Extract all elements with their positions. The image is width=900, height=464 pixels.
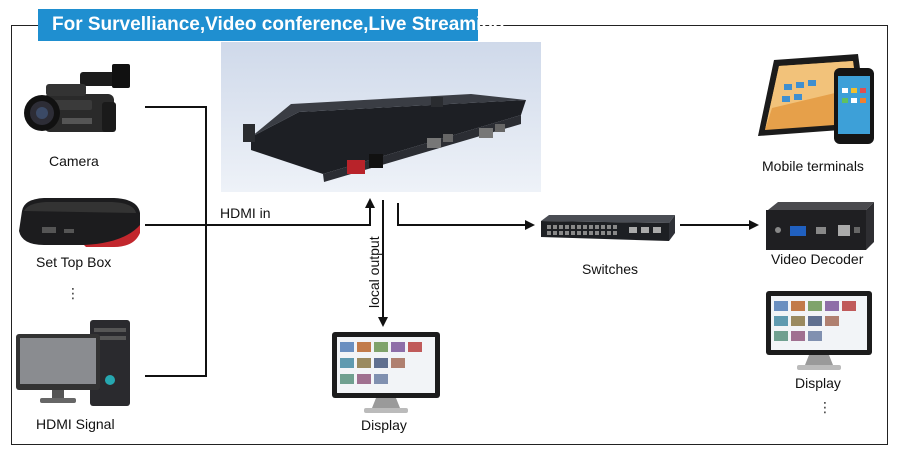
hdmi-signal-label: HDMI Signal [36,416,115,432]
camera-wire [145,106,207,225]
set-top-box-label: Set Top Box [36,254,112,270]
hdmi-signal-icon [16,320,130,406]
local-display-label: Display [361,417,407,433]
mobile-terminals-icon [758,54,874,144]
switch-icon [541,215,675,241]
camera-label: Camera [49,153,99,169]
local-display-icon [332,332,440,413]
camera-icon [24,64,130,132]
hdmi-in-label: HDMI in [220,205,271,221]
banner-title: For Survelliance,Video conference,Live S… [38,9,505,41]
encoder-device-icon [221,42,541,192]
outputs-ellipsis: ⋮ [818,399,832,415]
remote-display-icon [766,291,872,370]
local-output-label: local output [366,236,382,308]
set-top-box-icon [19,198,140,247]
video-decoder-label: Video Decoder [771,251,864,267]
switch-wire [397,203,535,230]
hdmi-signal-wire [145,225,207,377]
switch-label: Switches [582,261,639,277]
hdmi-in-wire [145,198,375,226]
mobile-terminals-label: Mobile terminals [762,158,864,174]
video-decoder-icon [766,202,874,250]
sources-ellipsis: ⋮ [66,285,80,301]
remote-display-label: Display [795,375,841,391]
